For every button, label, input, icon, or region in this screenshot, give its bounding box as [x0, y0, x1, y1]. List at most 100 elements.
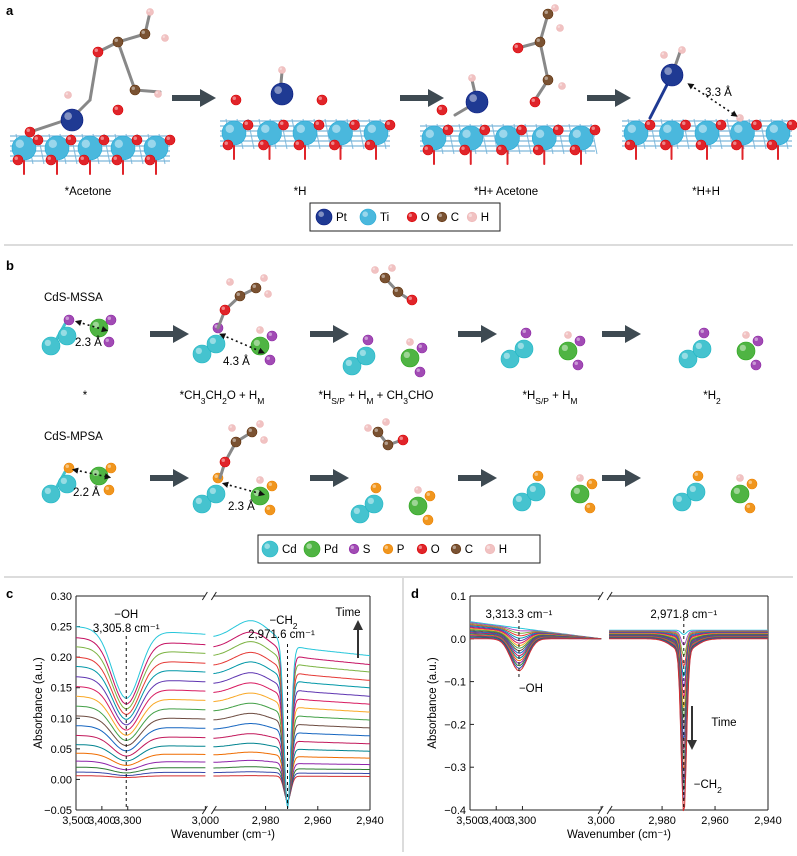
- slab-acetone: [10, 133, 176, 175]
- ligand-atom: [414, 366, 426, 378]
- cd-atom: [692, 339, 712, 359]
- arrow-b-row2-2: [310, 469, 349, 487]
- ligand-atom: [584, 502, 596, 514]
- o-atom: [219, 304, 231, 316]
- ti-atom: [694, 120, 720, 146]
- series-line: [75, 626, 206, 699]
- ligand-atom: [698, 327, 710, 339]
- cluster-mssa-1: [41, 314, 117, 356]
- arrow-b-row2-3: [458, 469, 497, 487]
- series-line: [75, 665, 206, 720]
- series-line: [75, 705, 206, 741]
- series-line: [75, 695, 206, 736]
- ti-atom: [765, 120, 791, 146]
- x-tick-label: 3,500: [456, 815, 484, 827]
- distance-label-b1: 2.3 Å: [75, 336, 102, 349]
- panel-b-arrows: [150, 325, 641, 487]
- o-atom: [589, 124, 601, 136]
- x-tick-label: 3,300: [114, 815, 142, 827]
- h-atom: [146, 8, 154, 16]
- ti-atom: [623, 120, 649, 146]
- distance-label-b2: 4.3 Å: [223, 355, 250, 368]
- ligand-atom: [572, 359, 584, 371]
- panel-b-captions: **CH3CH2O + HM*HS/P + HM + CH3CHO*HS/P +…: [83, 390, 721, 406]
- legend-swatch-s: [348, 543, 360, 555]
- cluster-mssa-4: [500, 327, 586, 371]
- chart-c: −0.050.000.050.100.150.200.250.303,5003,…: [33, 591, 384, 841]
- pd-atom: [736, 341, 756, 361]
- arrow-b-row1-3: [458, 325, 497, 343]
- c-atom: [250, 282, 262, 294]
- x-axis-label: Wavenumber (cm⁻¹): [171, 829, 275, 841]
- o-atom: [766, 139, 778, 151]
- annot-ch2-value: 2,971.8 cm⁻¹: [650, 609, 717, 621]
- legend-label-ti: Ti: [380, 212, 389, 224]
- arrow-a1: [172, 89, 216, 107]
- h-atom: [264, 290, 272, 298]
- distance-label-a: 3.3 Å: [705, 86, 732, 99]
- c-atom: [534, 36, 546, 48]
- panel-a-arrows: [172, 89, 631, 107]
- x-tick-label: 2,980: [648, 815, 676, 827]
- y-tick-label: 0.00: [51, 774, 72, 786]
- cluster-mpsa-3: [350, 482, 436, 526]
- o-atom: [479, 124, 491, 136]
- cd-atom: [526, 482, 546, 502]
- cd-atom: [364, 494, 384, 514]
- c-atom: [129, 84, 141, 96]
- y-tick-label: 0.30: [51, 591, 72, 603]
- annot-ch2-label: −CH2: [694, 779, 722, 795]
- ligand-atom: [266, 480, 278, 492]
- ti-atom: [11, 135, 37, 161]
- x-tick-label: 3,400: [88, 815, 116, 827]
- y-tick-label: 0.05: [51, 744, 72, 756]
- o-atom: [131, 134, 143, 146]
- ligand-atom: [105, 462, 117, 474]
- series-line: [76, 725, 206, 752]
- y-tick-label: 0.20: [51, 652, 72, 664]
- o-atom: [278, 119, 289, 131]
- series-line: [75, 734, 206, 757]
- ligand-atom: [746, 478, 758, 490]
- h-atom: [660, 51, 668, 59]
- pd-atom: [730, 484, 750, 504]
- ligand-atom: [416, 342, 428, 354]
- ligand-atom: [424, 490, 436, 502]
- legend-label-s: S: [363, 544, 371, 556]
- arrow-b-row1-4: [602, 325, 641, 343]
- legend-swatch-o: [416, 543, 428, 555]
- h-atom: [256, 420, 264, 428]
- c-atom: [139, 28, 151, 40]
- h-atom: [736, 114, 744, 122]
- pd-atom: [400, 348, 420, 368]
- h-atom: [64, 91, 72, 99]
- legend-swatch-pd: [303, 540, 321, 558]
- h-atom: [558, 82, 566, 90]
- y-tick-label: −0.05: [44, 805, 72, 817]
- ligand-atom: [370, 482, 382, 494]
- o-atom: [660, 139, 671, 151]
- ligand-atom: [105, 314, 117, 326]
- ti-atom: [221, 120, 247, 146]
- o-atom: [12, 154, 24, 166]
- h-atom: [364, 424, 372, 432]
- ti-atom: [730, 120, 755, 146]
- axis-break: [210, 591, 217, 601]
- ti-atom: [292, 120, 318, 146]
- panel-d-label: d: [411, 586, 419, 601]
- cd-atom: [57, 326, 77, 346]
- distance-arrow-b4: [221, 481, 266, 497]
- x-tick-label: 3,000: [192, 815, 220, 827]
- distance-label-b3: 2.2 Å: [73, 486, 100, 499]
- arrow-a3: [587, 89, 631, 107]
- series-line: [609, 638, 768, 812]
- c-atom: [542, 74, 554, 86]
- c-atom: [372, 426, 384, 438]
- step-caption-b-3: *HS/P + HM + CH3CHO: [318, 390, 433, 406]
- annot-oh-label: −OH: [519, 683, 543, 695]
- cd-atom: [342, 356, 362, 376]
- step-caption-h-h: *H+H: [692, 186, 720, 198]
- cd-atom: [500, 349, 520, 369]
- o-atom: [397, 434, 409, 446]
